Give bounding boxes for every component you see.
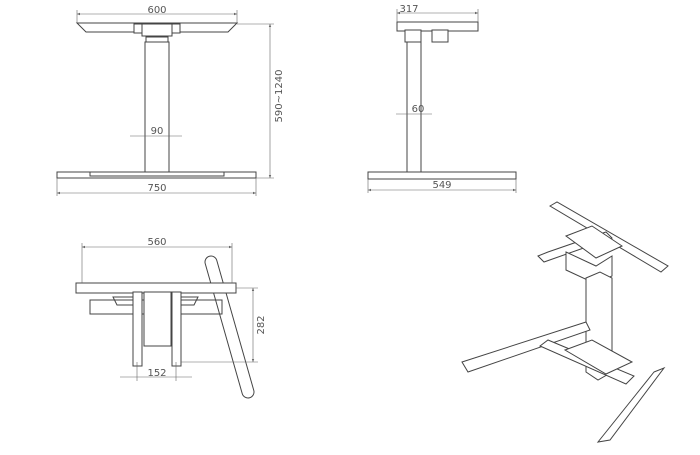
dim-leg-spacing: 560 — [147, 237, 166, 248]
dim-column-width: 90 — [151, 126, 164, 137]
dim-top-width: 600 — [147, 5, 166, 16]
dim-height-range: 590~1240 — [274, 70, 285, 123]
dim-base-depth: 549 — [432, 180, 451, 191]
bottom-view: 560 282 152 — [58, 237, 267, 399]
front-view: 600 590~1240 90 750 — [56, 5, 285, 196]
dim-bracket-spacing: 152 — [147, 368, 166, 379]
dim-top-depth: 317 — [399, 4, 418, 15]
isometric-view — [461, 201, 669, 443]
dim-column-depth: 60 — [412, 104, 425, 115]
dim-plate-height: 282 — [256, 315, 267, 334]
dim-base-width: 750 — [147, 183, 166, 194]
side-view: 317 60 549 — [367, 4, 517, 193]
